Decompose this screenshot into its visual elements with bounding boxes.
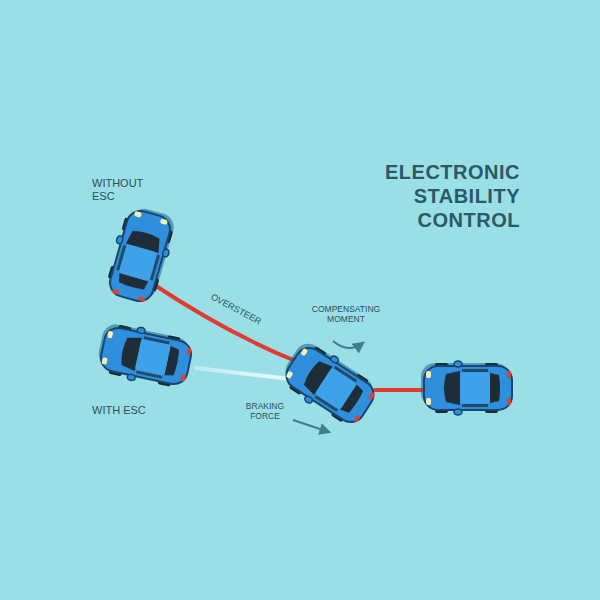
esc-path — [196, 368, 290, 379]
car-label: WITH ESC — [92, 404, 182, 417]
moment-arrow — [333, 341, 363, 348]
force-arrow — [293, 420, 329, 432]
diagram-title: ELECTRONIC STABILITY CONTROL — [370, 160, 520, 232]
path-label: OVERSTEER — [198, 286, 273, 333]
car-label: WITHOUT ESC — [92, 177, 152, 202]
car-with-esc — [94, 320, 194, 392]
approach-path — [375, 388, 422, 392]
force-label: COMPENSATING MOMENT — [304, 305, 388, 325]
car-correcting — [276, 337, 382, 432]
force-label: BRAKING FORCE — [239, 402, 291, 422]
car-without-esc — [102, 203, 179, 305]
car-start — [421, 361, 512, 415]
